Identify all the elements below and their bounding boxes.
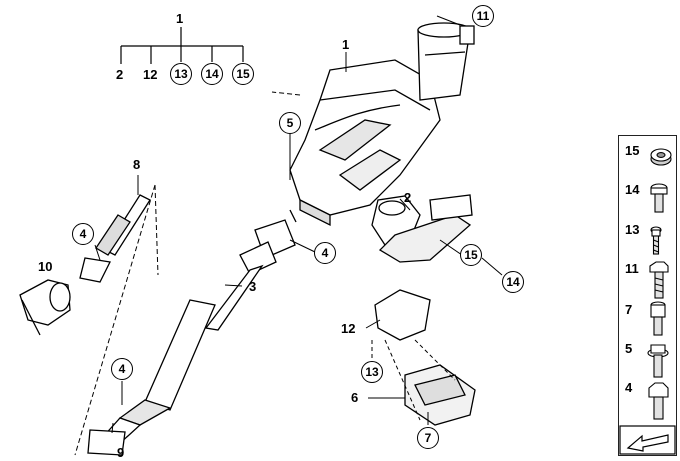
callout-2[interactable]: 2	[404, 190, 412, 205]
tree-bracket	[120, 27, 244, 64]
dashed-frame	[74, 91, 301, 456]
group-item-13[interactable]: 13	[170, 63, 192, 85]
callout-3[interactable]: 3	[249, 279, 257, 294]
steering-column-housing	[289, 59, 441, 227]
callout-15[interactable]: 15	[460, 244, 482, 266]
callout-14[interactable]: 14	[502, 271, 524, 293]
group-item-12[interactable]: 12	[143, 67, 158, 82]
callout-7[interactable]: 7	[417, 427, 439, 449]
callout-8[interactable]: 8	[133, 157, 141, 172]
group-item-2[interactable]: 2	[116, 67, 124, 82]
screw-icon	[650, 226, 662, 255]
legend-number-7[interactable]: 7	[625, 302, 633, 317]
callout-5[interactable]: 5	[279, 112, 301, 134]
hex-screw-icon	[648, 382, 669, 420]
legend-number-11[interactable]: 11	[625, 261, 639, 276]
callout-12[interactable]: 12	[341, 321, 356, 336]
flange-bolt-icon	[647, 344, 669, 378]
callout-4-left[interactable]: 4	[72, 223, 94, 245]
group-item-15[interactable]: 15	[232, 63, 254, 85]
leader-lines	[94, 15, 503, 434]
legend-number-5[interactable]: 5	[625, 341, 633, 356]
short-bolt-icon	[650, 183, 668, 213]
callout-4-low[interactable]: 4	[111, 358, 133, 380]
legend-number-13[interactable]: 13	[625, 222, 640, 237]
legend-number-15[interactable]: 15	[625, 143, 640, 158]
socket-bolt-icon	[650, 301, 666, 336]
legend-number-14[interactable]: 14	[625, 182, 640, 197]
callout-13[interactable]: 13	[361, 361, 383, 383]
callout-10[interactable]: 10	[38, 259, 53, 274]
arrow-box-icon	[619, 425, 676, 455]
hex-bolt-icon	[649, 261, 669, 299]
group-parent-label[interactable]: 1	[176, 11, 184, 26]
legend-icons	[619, 148, 676, 455]
callout-9[interactable]: 9	[117, 445, 125, 460]
legend-number-4[interactable]: 4	[625, 380, 633, 395]
callout-1[interactable]: 1	[342, 37, 350, 52]
washer-icon	[650, 148, 672, 166]
intermediate-shaft	[87, 209, 297, 456]
upper-shaft-tube	[417, 22, 475, 101]
control-module	[374, 289, 476, 426]
callout-4-mid[interactable]: 4	[314, 242, 336, 264]
rubber-boot	[19, 279, 71, 336]
dashed-leaders	[371, 339, 456, 421]
spline-shaft	[79, 194, 151, 283]
callout-6[interactable]: 6	[351, 390, 359, 405]
callout-11[interactable]: 11	[472, 5, 494, 27]
group-item-14[interactable]: 14	[201, 63, 223, 85]
